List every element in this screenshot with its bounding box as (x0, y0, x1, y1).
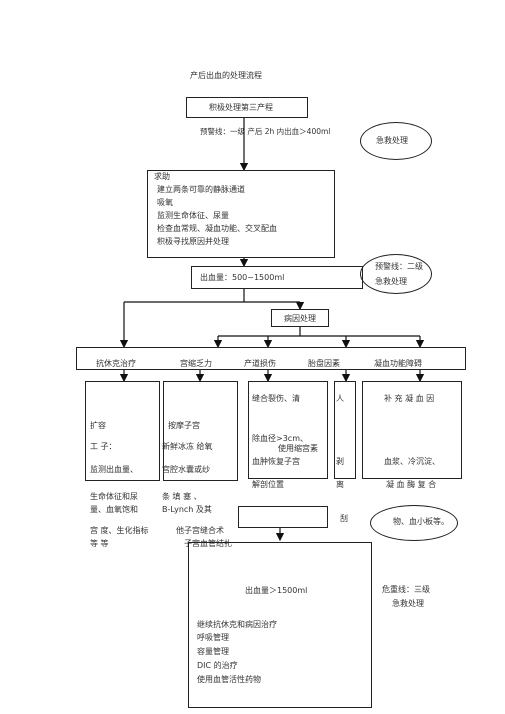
branch-shock: 抗休克治疗 (96, 359, 136, 368)
atony-line: 他子宫缝合术 (176, 526, 224, 535)
warning-level-3: 危重线：三级 (382, 585, 430, 594)
rescue-step: 建立两条可靠的静脉通道 (157, 185, 245, 194)
rescue-step: 检查血常规、凝血功能、交叉配血 (157, 224, 277, 233)
bleed-level-3-label: 出血量＞1500ml (245, 586, 308, 595)
final-step: 使用血管活性药物 (197, 675, 261, 684)
warning-level-1: 预警线：一级 产后 2h 内出血＞400ml (200, 127, 331, 136)
coag-line: 补 充 凝 血 因 (384, 394, 435, 403)
bleed-level-2-box: 出血量：500~1500ml (191, 266, 363, 289)
shock-column-box (85, 381, 160, 481)
cause-handling-box: 病因处理 (271, 309, 329, 327)
placenta-line: 离 (336, 480, 344, 489)
coag-ellipse-label: 物、血小板等。 (393, 517, 449, 526)
branch-coagulation: 凝血功能障碍 (374, 359, 422, 368)
coag-line: 血浆、冷沉淀、 (384, 457, 440, 466)
third-stage-box: 积极处理第三产程 (186, 97, 308, 118)
shock-line: 量、血氧饱和 (90, 505, 138, 514)
trauma-line: 缝合裂伤、清 (252, 394, 300, 403)
bleed-level-2-label: 出血量：500~1500ml (200, 273, 285, 282)
rescue-step: 监测生命体征、尿量 (157, 211, 229, 220)
branch-placenta: 胎盘因素 (308, 359, 340, 368)
trauma-line: 除血径>3cm、 (252, 434, 308, 443)
shock-line: 生命体征和尿 (90, 492, 138, 501)
warning-level-3-action: 急救处理 (392, 599, 424, 608)
warning-2-line: 预警线：二级 (375, 262, 423, 271)
placenta-line: 刮 (340, 514, 348, 523)
bleed-level-3-box: 出血量＞1500ml 继续抗休克和病因治疗 呼吸管理 容量管理 DIC 的治疗 … (188, 542, 372, 708)
placenta-column-box (334, 381, 356, 479)
atony-line: 子宫血管结扎 (184, 539, 232, 548)
rescue-1-label: 急救处理 (376, 136, 408, 145)
shock-line: 监测出血量、 (90, 465, 138, 474)
rescue-step: 吸氧 (157, 198, 173, 207)
final-step: DIC 的治疗 (197, 661, 238, 670)
rescue-ellipse-1: 急救处理 (360, 122, 432, 160)
warning-2-line: 急救处理 (375, 277, 407, 286)
shock-line: 宫 度、生化指标 (90, 526, 149, 535)
atony-line: 条 填 塞 、 (162, 492, 202, 501)
branch-trauma: 产道损伤 (244, 359, 276, 368)
branch-atony: 宫缩乏力 (180, 359, 212, 368)
coag-ellipse: 物、血小板等。 (370, 505, 458, 541)
rescue-steps-box: 求助 建立两条可靠的静脉通道 吸氧 监测生命体征、尿量 检查血常规、凝血功能、交… (147, 170, 335, 258)
placenta-line: 人 (336, 394, 344, 403)
warning-ellipse-2: 预警线：二级 急救处理 (360, 254, 432, 294)
shock-line: 工 子： (90, 442, 117, 451)
rescue-step: 积极寻找原因并处理 (157, 237, 229, 246)
coag-line: 凝 血 酶 复 合 (386, 480, 437, 489)
page-title: 产后出血的处理流程 (190, 71, 262, 80)
atony-line: 按摩子宫 (168, 421, 200, 430)
final-step: 容量管理 (197, 647, 229, 656)
shock-line: 扩容 (90, 421, 106, 430)
cause-handling-label: 病因处理 (284, 314, 316, 323)
shock-line: 等 等 (90, 539, 109, 548)
atony-line: B-Lynch 及其 (162, 505, 212, 514)
coagulation-column-box (362, 381, 462, 479)
atony-line: 新鲜冰冻 给氧 (162, 442, 213, 451)
final-step: 继续抗休克和病因治疗 (197, 620, 277, 629)
final-step: 呼吸管理 (197, 633, 229, 642)
atony-line: 宫腔水囊或纱 (162, 465, 210, 474)
rescue-step: 求助 (154, 172, 170, 181)
branch-row-box (76, 347, 466, 370)
atony-column-box (163, 381, 238, 481)
trauma-line: 使用缩宫素 (278, 444, 318, 453)
trauma-column-box (248, 381, 328, 479)
trauma-line: 血肿恢复子宫 (252, 457, 300, 466)
placenta-line: 剥 (336, 457, 344, 466)
third-stage-label: 积极处理第三产程 (209, 103, 273, 112)
trauma-line: 解剖位置 (252, 480, 284, 489)
intermediate-box (238, 506, 328, 528)
